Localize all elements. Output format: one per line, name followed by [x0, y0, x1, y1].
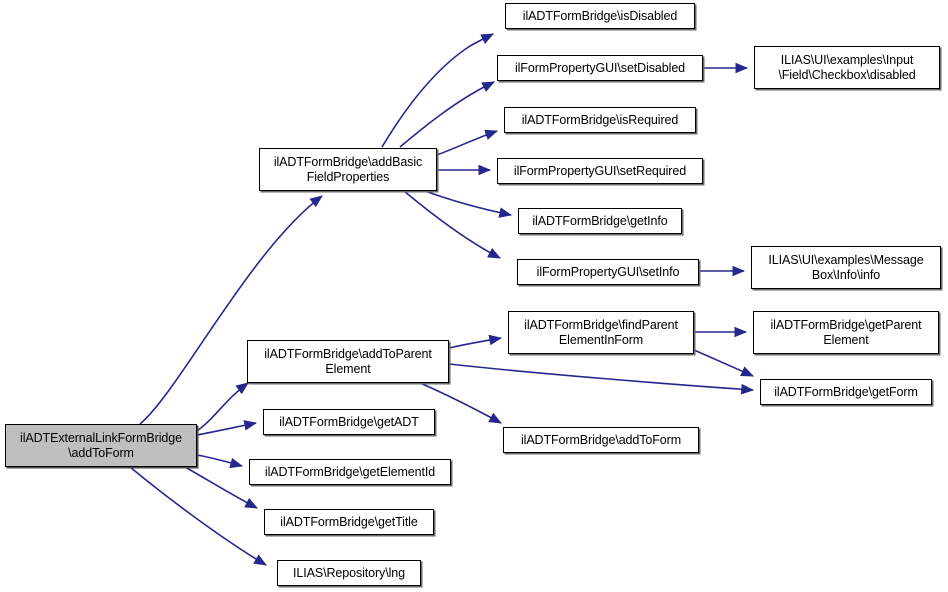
function-node-isdisabled[interactable]: ilADTFormBridge\isDisabled: [505, 3, 695, 29]
function-node-getadt[interactable]: ilADTFormBridge\getADT: [263, 409, 435, 435]
function-node-setinfo[interactable]: ilFormPropertyGUI\setInfo: [517, 259, 699, 285]
function-node-setrequired[interactable]: ilFormPropertyGUI\setRequired: [497, 158, 703, 184]
function-node-gettitle[interactable]: ilADTFormBridge\getTitle: [264, 509, 434, 535]
root-node-root[interactable]: ilADTExternalLinkFormBridge \addToForm: [5, 424, 197, 467]
call-edge-addbasic-to-getinfo: [424, 190, 513, 218]
function-node-addbasic[interactable]: ilADTFormBridge\addBasic FieldProperties: [259, 148, 437, 191]
call-edge-root-to-getelement: [196, 454, 244, 469]
function-node-isrequired[interactable]: ilADTFormBridge\isRequired: [504, 107, 696, 133]
function-node-getparent[interactable]: ilADTFormBridge\getParent Element: [753, 311, 939, 354]
call-edge-addbasic-to-setinfo: [403, 190, 501, 259]
node-label-addtoparent: ilADTFormBridge\addToParent Element: [264, 346, 432, 376]
node-label-getparent: ilADTFormBridge\getParent Element: [770, 317, 922, 347]
node-label-gettitle: ilADTFormBridge\getTitle: [280, 514, 418, 529]
node-label-setrequired: ilFormPropertyGUI\setRequired: [513, 163, 687, 178]
call-edge-addtoparent-to-getform: [448, 363, 755, 395]
node-label-addbasic: ilADTFormBridge\addBasic FieldProperties: [273, 154, 423, 184]
function-node-addtoform[interactable]: ilADTFormBridge\addToForm: [503, 427, 699, 453]
call-edge-addbasic-to-setdisabled: [399, 81, 495, 148]
call-edge-addbasic-to-isdisabled: [381, 33, 494, 148]
node-label-msginfo: ILIAS\UI\examples\Message Box\Info\info: [768, 252, 924, 282]
function-node-lng[interactable]: ILIAS\Repository\lng: [277, 560, 421, 586]
node-label-setdisabled: ilFormPropertyGUI\setDisabled: [514, 60, 686, 75]
function-node-findparent[interactable]: ilADTFormBridge\findParent ElementInForm: [508, 311, 694, 354]
node-label-getinfo: ilADTFormBridge\getInfo: [532, 213, 668, 228]
node-label-getadt: ilADTFormBridge\getADT: [279, 414, 419, 429]
function-node-setdisabled[interactable]: ilFormPropertyGUI\setDisabled: [497, 55, 703, 81]
node-label-findparent: ilADTFormBridge\findParent ElementInForm: [524, 317, 678, 347]
node-label-getelement: ilADTFormBridge\getElementId: [264, 464, 436, 479]
call-edge-root-to-addbasic: [139, 195, 323, 425]
node-label-isdisabled: ilADTFormBridge\isDisabled: [522, 8, 678, 23]
function-node-addtoparent[interactable]: ilADTFormBridge\addToParent Element: [247, 340, 449, 383]
call-edge-root-to-getadt: [196, 420, 258, 436]
call-edge-findparent-to-getform: [693, 349, 754, 377]
function-node-msginfo[interactable]: ILIAS\UI\examples\Message Box\Info\info: [751, 246, 941, 289]
call-edge-addbasic-to-isrequired: [436, 129, 499, 156]
node-label-isrequired: ilADTFormBridge\isRequired: [521, 112, 679, 127]
node-label-addtoform: ilADTFormBridge\addToForm: [520, 432, 682, 447]
function-node-getinfo[interactable]: ilADTFormBridge\getInfo: [518, 208, 682, 234]
function-node-chkdisabled[interactable]: ILIAS\UI\examples\Input \Field\Checkbox\…: [754, 46, 940, 89]
node-label-setinfo: ilFormPropertyGUI\setInfo: [536, 264, 680, 279]
node-label-lng: ILIAS\Repository\lng: [293, 565, 405, 580]
function-node-getelement[interactable]: ilADTFormBridge\getElementId: [249, 459, 451, 485]
node-label-root: ilADTExternalLinkFormBridge \addToForm: [20, 430, 182, 460]
node-label-chkdisabled: ILIAS\UI\examples\Input \Field\Checkbox\…: [778, 52, 916, 82]
function-node-getform[interactable]: ilADTFormBridge\getForm: [760, 379, 932, 405]
call-edge-addtoparent-to-findparent: [448, 334, 503, 349]
node-label-getform: ilADTFormBridge\getForm: [774, 384, 918, 399]
call-edge-root-to-gettitle: [184, 466, 258, 509]
call-edge-root-to-lng: [129, 466, 267, 566]
call-edge-root-to-addtoparent: [196, 382, 249, 432]
